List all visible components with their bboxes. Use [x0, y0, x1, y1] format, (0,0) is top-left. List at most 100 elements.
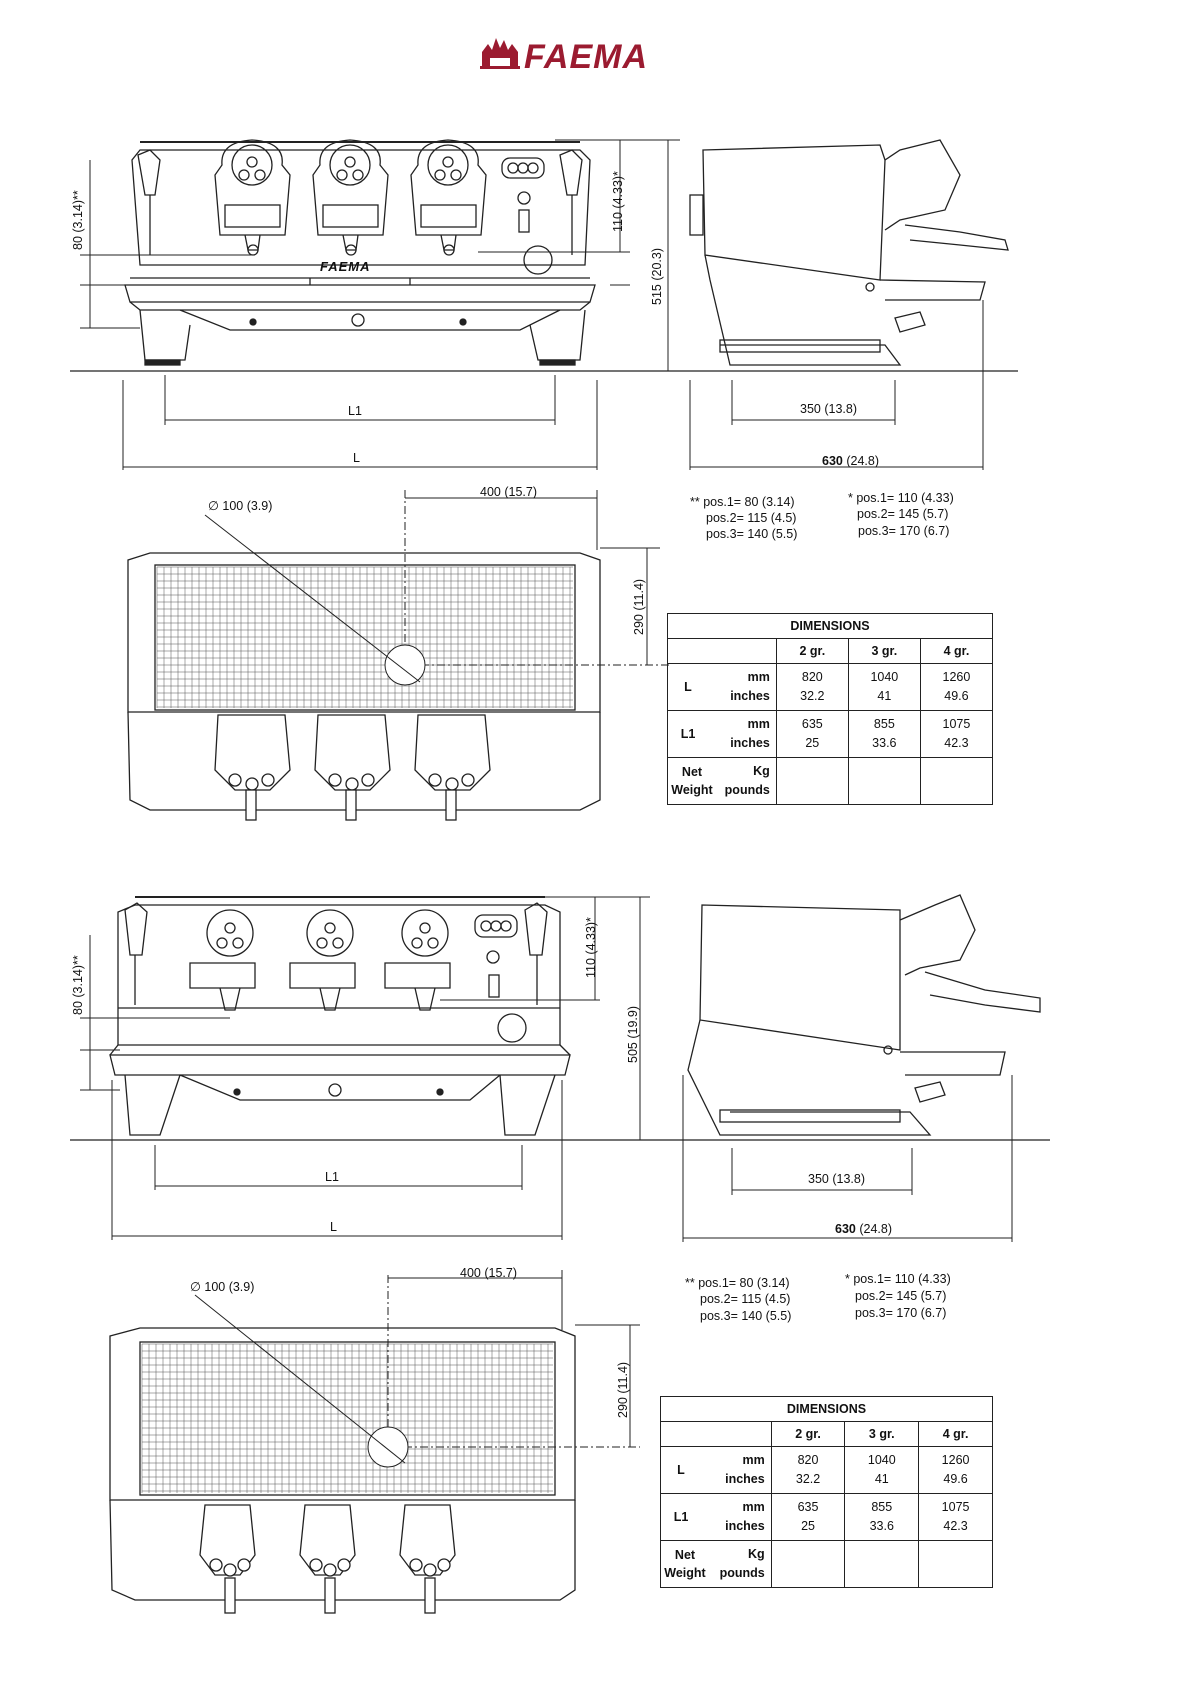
- top-view-groups-2: [199, 1504, 456, 1614]
- row-label: L1: [673, 1510, 689, 1524]
- cell-value: 1260: [941, 1453, 970, 1467]
- col-header: 4 gr.: [919, 638, 994, 664]
- cell-value: 855: [871, 1500, 893, 1514]
- group-head-2-2: [289, 909, 356, 1011]
- table-title: DIMENSIONS: [667, 613, 993, 639]
- cell-value: 33.6: [869, 1519, 894, 1533]
- cell-value: 1040: [867, 1453, 896, 1467]
- dim-right-height-2: [440, 896, 650, 1140]
- pos-left-2-line3: pos.3= 140 (5.5): [700, 1309, 791, 1323]
- label-diameter-1: ∅ 100 (3.9): [208, 499, 272, 513]
- top-view-machine: [127, 552, 601, 811]
- row-label: Net Weight: [671, 765, 713, 797]
- cell-value: 1075: [941, 1500, 970, 1514]
- row-label: L: [677, 1463, 685, 1477]
- cell-value: 1260: [942, 670, 971, 684]
- cell-value: 42.3: [944, 736, 969, 750]
- cell-value: 33.6: [872, 736, 897, 750]
- machine-front-logo: FAEMA: [320, 259, 371, 274]
- group-head-2-1: [189, 909, 256, 1011]
- unit-inches: inches: [725, 1472, 765, 1486]
- cell-value: 32.2: [800, 689, 825, 703]
- cell-empty: [770, 1540, 846, 1588]
- unit-inches: inches: [730, 689, 770, 703]
- unit-mm: mm: [747, 717, 770, 731]
- cell-empty: [844, 1540, 920, 1588]
- label-depth-2: 290 (11.4): [616, 1362, 630, 1418]
- unit-mm: mm: [747, 670, 770, 684]
- side-view-machine-2: [687, 894, 1041, 1136]
- table-row: L1 mm inches 635 25 855 33.6 1075 42.3: [660, 1493, 993, 1541]
- label-h-left-2: 80 (3.14)**: [71, 955, 85, 1015]
- row-label: L1: [680, 727, 696, 741]
- unit-pounds: pounds: [719, 1566, 765, 1580]
- pos-right-2-line2: pos.2= 145 (5.7): [855, 1289, 946, 1303]
- unit-pounds: pounds: [724, 783, 770, 797]
- label-L1-2: L1: [325, 1170, 339, 1184]
- side-view-machine: [689, 139, 1009, 366]
- unit-inches: inches: [730, 736, 770, 750]
- cell-value: 25: [805, 736, 820, 750]
- table-row: Net Weight Kg pounds: [660, 1540, 993, 1588]
- top-view-machine-2: [109, 1327, 576, 1601]
- front-view-machine-2: [109, 896, 571, 1136]
- cell-value: 32.2: [795, 1472, 821, 1486]
- cell-value: 1075: [942, 717, 971, 731]
- pos-right-1-line2: pos.2= 145 (5.7): [857, 507, 948, 521]
- pos-right-2-line3: pos.3= 170 (6.7): [855, 1306, 946, 1320]
- front-view-machine: [124, 139, 596, 366]
- label-offset-1: 400 (15.7): [480, 485, 537, 499]
- unit-mm: mm: [742, 1453, 765, 1467]
- top-view-grid-2: [141, 1343, 553, 1493]
- pos-left-2-line1: ** pos.1= 80 (3.14): [685, 1276, 790, 1290]
- label-L-2: L: [330, 1220, 337, 1234]
- dim-top-1: [204, 490, 672, 686]
- label-L-1: L: [353, 451, 360, 465]
- cell-value: 635: [797, 1500, 819, 1514]
- group-head-3: [410, 139, 487, 256]
- dim-widths-2: [111, 1080, 563, 1240]
- cell-empty: [918, 1540, 993, 1588]
- col-header: 2 gr.: [775, 638, 849, 664]
- pos-left-1-line1: ** pos.1= 80 (3.14): [690, 495, 795, 509]
- dim-left-height: [80, 160, 255, 329]
- pos-right-1-line1: * pos.1= 110 (4.33): [848, 491, 954, 505]
- cell-value: 49.6: [943, 1472, 968, 1486]
- cell-value: 25: [801, 1519, 815, 1533]
- row-label: L: [684, 680, 692, 694]
- brand-wordmark: FAEMA: [524, 38, 648, 74]
- cell-value: 41: [877, 689, 892, 703]
- cell-value: 820: [797, 1453, 819, 1467]
- cell-value: 635: [801, 717, 823, 731]
- label-side-total-1: 630 (24.8): [822, 454, 879, 468]
- dim-side-2: [682, 1075, 1013, 1242]
- cell-empty: [775, 757, 849, 805]
- label-h-left-1: 80 (3.14)**: [71, 190, 85, 250]
- unit-inches: inches: [725, 1519, 765, 1533]
- label-L1-1: L1: [348, 404, 362, 418]
- group-head-2-3: [384, 909, 451, 1011]
- dim-right-height: [478, 139, 680, 371]
- cell-value: 1040: [870, 670, 899, 684]
- col-header: 4 gr.: [918, 1421, 993, 1447]
- unit-mm: mm: [742, 1500, 765, 1514]
- table-row: L1 mm inches 635 25 855 33.6 1075 42.3: [667, 710, 994, 758]
- cell-value: 855: [873, 717, 895, 731]
- cell-empty: [919, 757, 994, 805]
- cell-value: 49.6: [944, 689, 969, 703]
- label-height-1: 515 (20.3): [650, 248, 664, 305]
- label-side-inner-1: 350 (13.8): [800, 402, 857, 416]
- dim-top-2: [194, 1270, 640, 1468]
- dim-side-1: [689, 300, 984, 470]
- cell-value: 42.3: [943, 1519, 968, 1533]
- drawing-set-1: FAEMA 80 (3.14)** 110 (4.33)* 515 (20.3)…: [70, 139, 1018, 821]
- label-h-right-1: 110 (4.33)*: [611, 171, 625, 232]
- col-header: 3 gr.: [844, 1421, 920, 1447]
- label-offset-2: 400 (15.7): [460, 1266, 517, 1280]
- unit-kg: Kg: [748, 1547, 765, 1561]
- group-head-1: [214, 139, 291, 256]
- row-label: Net Weight: [664, 1548, 706, 1580]
- pos-left-1-line3: pos.3= 140 (5.5): [706, 527, 797, 541]
